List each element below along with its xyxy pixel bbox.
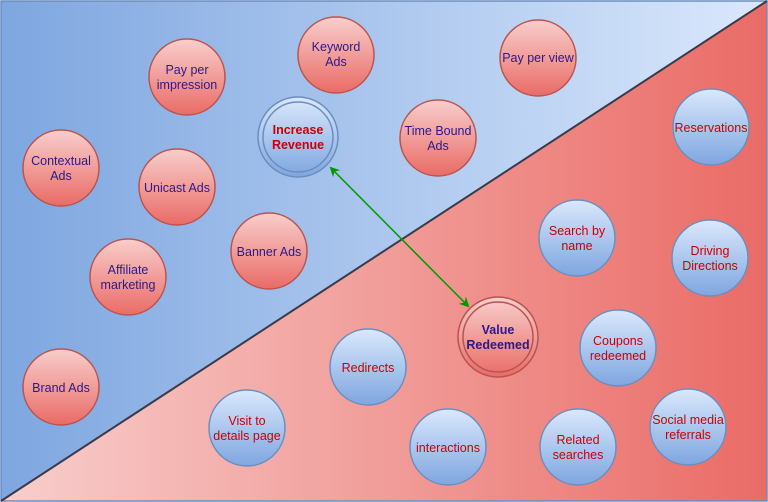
node-keyword-ads[interactable]: Keyword Ads bbox=[297, 16, 375, 94]
node-visit-to-details-page[interactable]: Visit to details page bbox=[208, 389, 286, 467]
node-search-by-name[interactable]: Search by name bbox=[538, 199, 616, 277]
node-brand-ads-line1: Brand Ads bbox=[32, 381, 90, 395]
node-driving-directions-line1: Driving bbox=[691, 244, 730, 258]
node-interactions[interactable]: interactions bbox=[409, 408, 487, 486]
node-search-by-name-line2: name bbox=[561, 239, 592, 253]
node-affiliate-marketing[interactable]: Affiliate marketing bbox=[89, 238, 167, 316]
node-time-bound-ads-line1: Time Bound bbox=[405, 124, 472, 138]
node-unicast-ads-line1: Unicast Ads bbox=[144, 181, 210, 195]
node-visit-to-details-page-line2: details page bbox=[213, 429, 280, 443]
node-pay-per-impression-line1: Pay per bbox=[165, 63, 208, 77]
node-reservations-line1: Reservations bbox=[675, 121, 748, 135]
node-time-bound-ads-line2: Ads bbox=[427, 139, 449, 153]
node-increase-revenue-line1: Increase bbox=[273, 123, 324, 137]
node-increase-revenue[interactable]: Increase Revenue bbox=[257, 96, 339, 178]
node-related-searches[interactable]: Related searches bbox=[539, 408, 617, 486]
node-banner-ads[interactable]: Banner Ads bbox=[230, 212, 308, 290]
connector-arrow bbox=[329, 166, 470, 308]
node-related-searches-line1: Related bbox=[556, 433, 599, 447]
node-redirects-line1: Redirects bbox=[342, 361, 395, 375]
node-value-redeemed[interactable]: Value Redeemed bbox=[457, 296, 539, 378]
node-redirects[interactable]: Redirects bbox=[329, 328, 407, 406]
node-keyword-ads-line1: Keyword bbox=[312, 40, 361, 54]
node-increase-revenue-line2: Revenue bbox=[272, 138, 324, 152]
node-reservations[interactable]: Reservations bbox=[672, 88, 750, 166]
node-affiliate-marketing-line1: Affiliate bbox=[108, 263, 149, 277]
node-value-redeemed-line2: Redeemed bbox=[466, 338, 529, 352]
node-coupons-redeemed-line1: Coupons bbox=[593, 334, 643, 348]
node-driving-directions[interactable]: Driving Directions bbox=[671, 219, 749, 297]
node-time-bound-ads[interactable]: Time Bound Ads bbox=[399, 99, 477, 177]
node-pay-per-view[interactable]: Pay per view bbox=[499, 19, 577, 97]
node-keyword-ads-line2: Ads bbox=[325, 55, 347, 69]
node-social-media-referrals-line1: Social media bbox=[652, 413, 724, 427]
node-social-media-referrals-line2: referrals bbox=[665, 428, 711, 442]
node-pay-per-view-line1: Pay per view bbox=[502, 51, 575, 65]
node-pay-per-impression[interactable]: Pay per impression bbox=[148, 38, 226, 116]
node-social-media-referrals[interactable]: Social media referrals bbox=[649, 388, 727, 466]
node-contextual-ads-line1: Contextual bbox=[31, 154, 91, 168]
node-value-redeemed-line1: Value bbox=[482, 323, 515, 337]
node-affiliate-marketing-line2: marketing bbox=[101, 278, 156, 292]
node-unicast-ads[interactable]: Unicast Ads bbox=[138, 148, 216, 226]
node-driving-directions-line2: Directions bbox=[682, 259, 738, 273]
node-coupons-redeemed-line2: redeemed bbox=[590, 349, 646, 363]
node-related-searches-line2: searches bbox=[553, 448, 604, 462]
node-visit-to-details-page-line1: Visit to bbox=[228, 414, 265, 428]
node-pay-per-impression-line2: impression bbox=[157, 78, 217, 92]
node-contextual-ads-line2: Ads bbox=[50, 169, 72, 183]
node-search-by-name-line1: Search by bbox=[549, 224, 606, 238]
node-banner-ads-line1: Banner Ads bbox=[237, 245, 302, 259]
node-brand-ads[interactable]: Brand Ads bbox=[22, 348, 100, 426]
node-coupons-redeemed[interactable]: Coupons redeemed bbox=[579, 309, 657, 387]
node-interactions-line1: interactions bbox=[416, 441, 480, 455]
node-contextual-ads[interactable]: Contextual Ads bbox=[22, 129, 100, 207]
